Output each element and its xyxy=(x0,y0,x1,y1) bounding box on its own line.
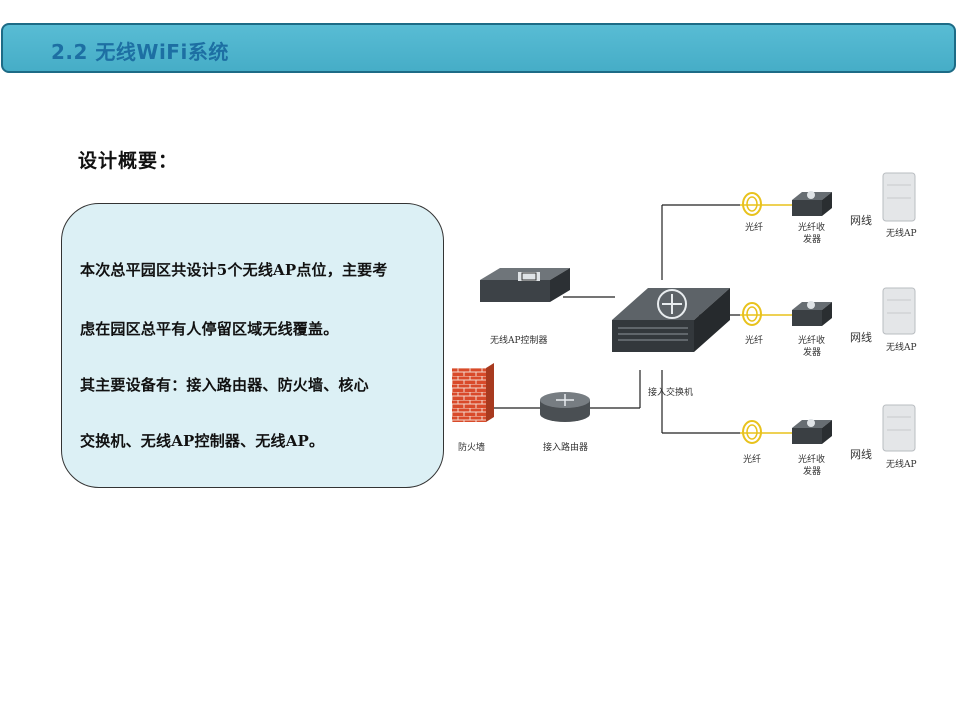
switch-label: 接入交换机 xyxy=(648,386,693,398)
fiber-coil-icon xyxy=(742,192,762,216)
fiber-label: 光纤 xyxy=(743,453,761,465)
router-label: 接入路由器 xyxy=(543,441,588,453)
firewall-label: 防火墙 xyxy=(458,441,485,453)
transceiver-icon xyxy=(792,419,832,444)
summary-line: 交换机、无线AP控制器、无线AP。 xyxy=(80,432,325,450)
ap-label: 无线AP xyxy=(886,227,917,239)
access-point-icon xyxy=(882,404,916,452)
cable-label: 网线 xyxy=(850,447,872,461)
fiber-lines xyxy=(740,204,795,434)
ap-label: 无线AP xyxy=(886,341,917,353)
section-heading: 设计概要： xyxy=(78,150,179,172)
transceiver-label: 光纤收 xyxy=(798,221,825,233)
transceiver-icon xyxy=(792,191,832,216)
router-icon xyxy=(540,392,590,422)
branch-2: 光纤 光纤收 发器 网线 无线AP xyxy=(742,287,917,358)
summary-line: 虑在园区总平有人停留区域无线覆盖。 xyxy=(80,320,339,338)
transceiver-label: 光纤收 xyxy=(798,334,825,346)
controller-label: 无线AP控制器 xyxy=(490,334,548,346)
access-point-icon xyxy=(882,172,916,222)
fiber-coil-icon xyxy=(742,302,762,326)
summary-line: 其主要设备有：接入路由器、防火墙、核心 xyxy=(80,376,369,394)
transceiver-label: 光纤收 xyxy=(798,453,825,465)
controller-icon xyxy=(480,268,570,302)
switch-icon xyxy=(612,288,730,352)
branch-3: 光纤 光纤收 发器 网线 无线AP xyxy=(742,404,917,477)
transceiver-label: 发器 xyxy=(803,465,821,477)
branch-1: 光纤 光纤收 发器 网线 无线AP xyxy=(742,172,917,245)
fiber-coil-icon xyxy=(742,420,762,444)
cable-label: 网线 xyxy=(850,213,872,227)
ap-label: 无线AP xyxy=(886,458,917,470)
network-diagram: 无线AP控制器 接入交换机 防火墙 接入路由器 光纤 xyxy=(452,172,917,477)
fiber-label: 光纤 xyxy=(745,221,763,233)
transceiver-label: 发器 xyxy=(803,233,821,245)
firewall-icon xyxy=(452,363,494,422)
transceiver-icon xyxy=(792,301,832,326)
summary-line: 本次总平园区共设计5个无线AP点位，主要考 xyxy=(80,261,388,279)
title-bar: 2.2 无线WiFi系统 xyxy=(1,23,956,73)
transceiver-label: 发器 xyxy=(803,346,821,358)
access-point-icon xyxy=(882,287,916,335)
summary-box: 本次总平园区共设计5个无线AP点位，主要考 虑在园区总平有人停留区域无线覆盖。 … xyxy=(61,203,444,488)
cable-label: 网线 xyxy=(850,330,872,344)
fiber-label: 光纤 xyxy=(745,334,763,346)
slide-title: 2.2 无线WiFi系统 xyxy=(51,40,229,64)
